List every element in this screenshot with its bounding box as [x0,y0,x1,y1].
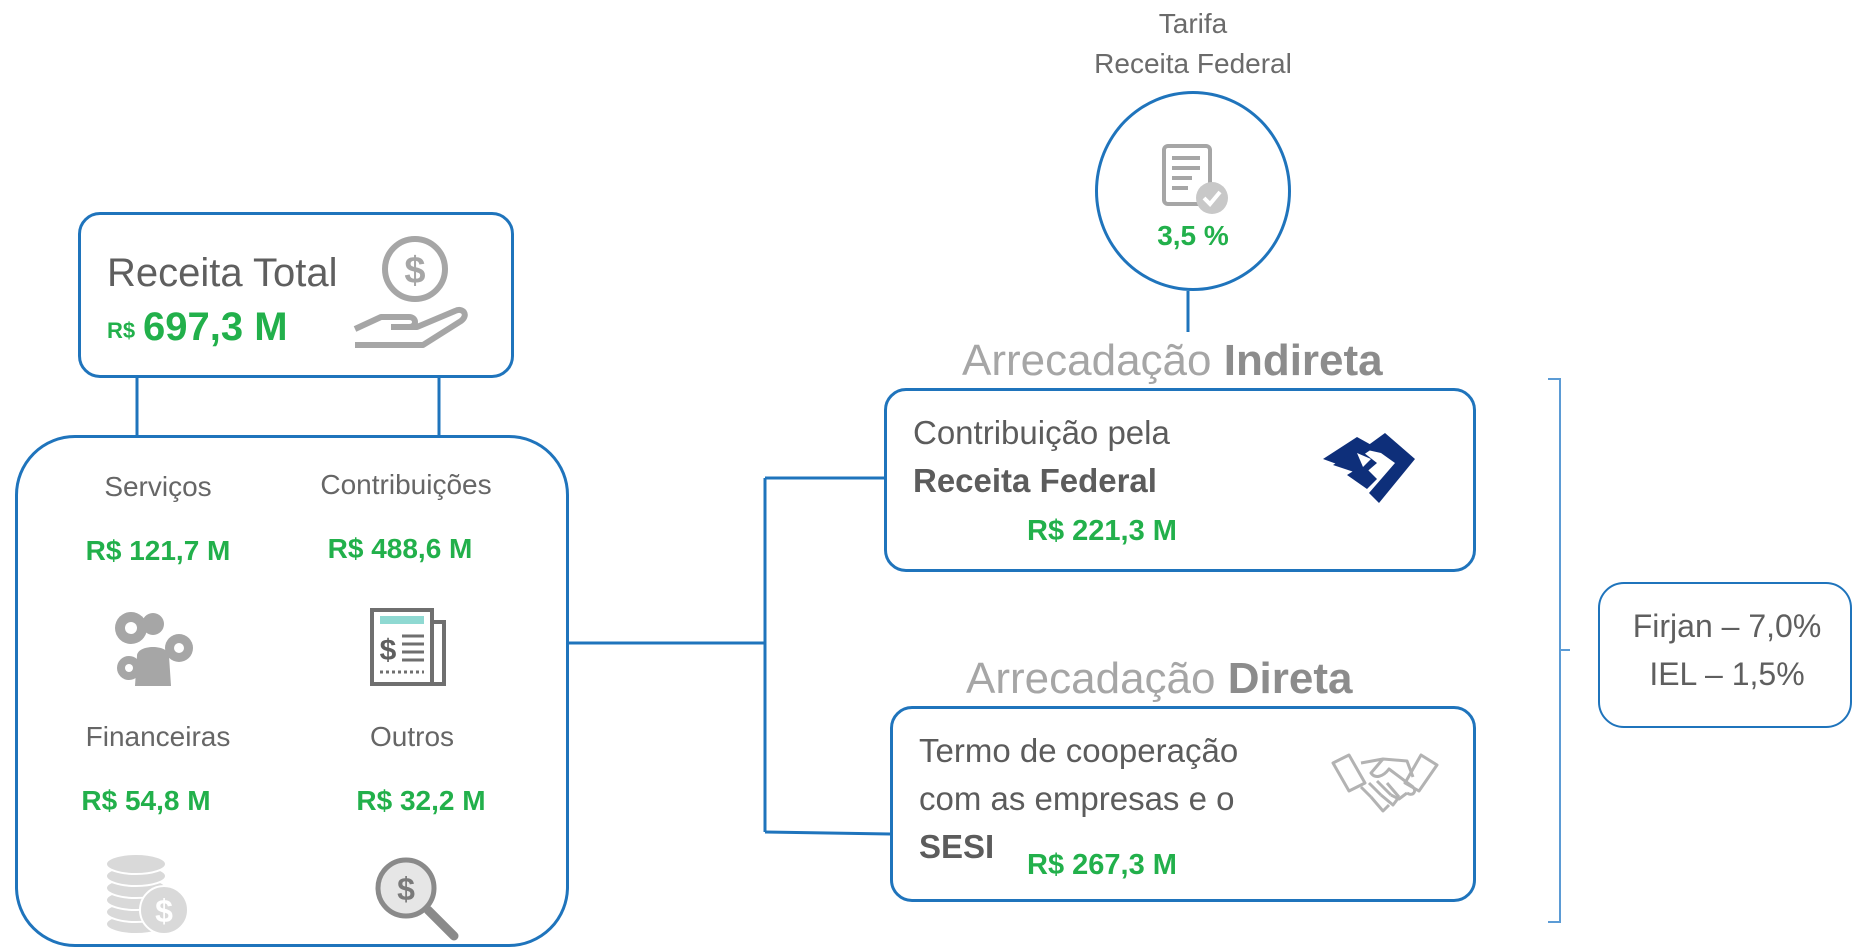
magnifier-dollar-icon: $ [375,857,459,941]
total-revenue-card: Receita Total R$ 697,3 M $ [78,212,514,378]
direta-value: R$ 267,3 M [1027,849,1177,881]
direta-heading: Arrecadação Direta [966,654,1353,703]
indireta-card: Contribuição pela Receita Federal R$ 221… [884,388,1476,572]
direta-line3: SESI [919,828,995,865]
tarifa-label-line2: Receita Federal [1094,48,1292,79]
svg-text:$: $ [404,250,425,292]
outros-label: Outros [369,721,455,752]
document-check-icon [1162,144,1228,214]
direta-line2: com as empresas e o [919,780,1235,817]
invoice-icon: $ [370,608,446,686]
indireta-line1: Contribuição pela [913,414,1170,451]
receita-federal-logo [1323,433,1415,503]
firjan-share: Firjan – 7,0% [1632,608,1822,644]
direta-line1: Termo de cooperação [919,732,1239,769]
svg-text:$: $ [380,634,397,667]
iel-share: IEL – 1,5% [1649,656,1805,692]
svg-text:$: $ [155,893,173,929]
tarifa-label-line1: Tarifa [1158,8,1228,39]
indireta-heading: Arrecadação Indireta [962,336,1383,385]
total-revenue-label: Receita Total [107,251,338,295]
handshake-icon [1331,753,1439,813]
tarifa-circle: 3,5 % [1095,91,1291,291]
total-revenue-value: 697,3 M [143,305,288,349]
financeiras-label: Financeiras [85,721,231,752]
servicos-value: R$ 121,7 M [85,535,231,566]
tarifa-value: 3,5 % [1157,220,1229,251]
outros-value: R$ 32,2 M [356,785,486,816]
servicos-label: Serviços [104,471,212,502]
total-revenue-currency: R$ [107,318,136,343]
gears-person-icon [115,612,193,686]
contribuicoes-value: R$ 488,6 M [327,533,473,564]
indireta-line2: Receita Federal [913,462,1157,499]
direta-card: Termo de cooperação com as empresas e o … [890,706,1476,902]
coins-icon: $ [105,853,189,935]
financeiras-value: R$ 54,8 M [81,785,211,816]
revenue-breakdown-grid: Serviços R$ 121,7 M Contribuições R$ 488… [15,435,569,947]
svg-text:$: $ [397,871,415,907]
indireta-value: R$ 221,3 M [1027,515,1177,547]
contribuicoes-label: Contribuições [320,469,492,500]
firjan-iel-split-card: Firjan – 7,0% IEL – 1,5% [1598,582,1852,728]
money-hand-icon: $ [353,236,468,348]
